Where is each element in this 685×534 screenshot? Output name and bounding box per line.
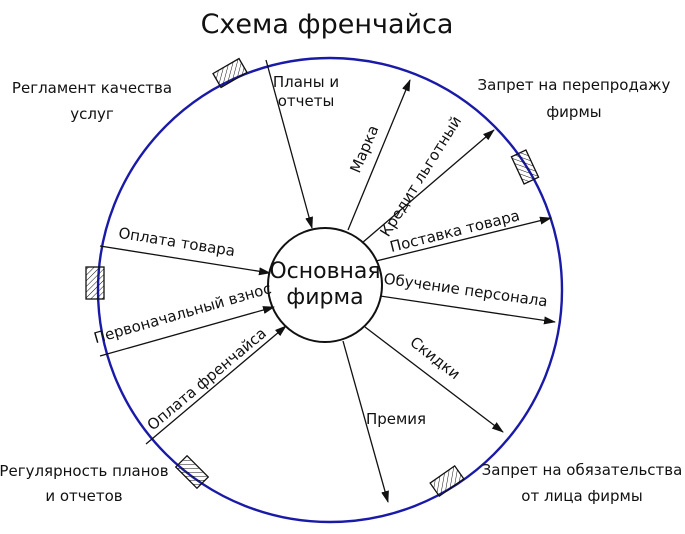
arrow-label-discounts: Скидки: [407, 333, 464, 383]
arrow-label-goods-payment: Оплата товара: [117, 224, 236, 260]
note-quality-line1: Регламент качества: [12, 79, 172, 97]
center-label-line2: фирма: [286, 285, 363, 310]
hatched-block-bottom-left: [174, 454, 210, 490]
arrow-bonus: [342, 340, 389, 503]
center-label-line1: Основная: [269, 259, 380, 284]
note-obligations-line1: Запрет на обязательства: [482, 461, 683, 479]
arrow-initial-fee: [99, 306, 275, 357]
arrow-supply: [375, 216, 552, 262]
arrow-label-brand: Марка: [346, 123, 382, 176]
diagram-title: Схема френчайса: [201, 9, 454, 40]
hatched-block-top: [212, 57, 248, 89]
arrow-discounts: [364, 326, 504, 433]
arrow-brand: [347, 79, 411, 231]
note-obligations-line2: от лица фирмы: [521, 487, 642, 505]
arrow-training: [379, 295, 556, 325]
hatched-block-bottom-right: [429, 464, 465, 498]
arrow-label-plans-line2: отчеты: [278, 92, 335, 110]
note-quality-line2: услуг: [70, 105, 114, 123]
arrow-franchise-payment: [145, 325, 287, 445]
arrow-goods-payment: [99, 245, 271, 276]
arrow-label-training: Обучение персонала: [383, 270, 549, 311]
arrow-label-plans-line1: Планы и: [273, 73, 339, 91]
hatched-block-right: [510, 149, 540, 185]
arrow-label-bonus: Премия: [366, 410, 426, 428]
hatched-block-left: [85, 266, 105, 300]
note-regularity-line2: и отчетов: [45, 487, 122, 505]
note-resale-line1: Запрет на перепродажу: [478, 76, 671, 94]
center-circle: [267, 227, 383, 343]
note-resale-line2: фирмы: [546, 103, 601, 121]
arrow-credit: [361, 129, 495, 244]
arrow-label-supply: Поставка товара: [388, 206, 522, 256]
note-regularity-line1: Регулярность планов: [0, 462, 169, 480]
arrow-label-franchise-payment: Оплата френчайса: [144, 324, 270, 434]
arrow-plans: [265, 59, 313, 229]
arrow-label-credit: Кредит льготный: [376, 113, 465, 240]
